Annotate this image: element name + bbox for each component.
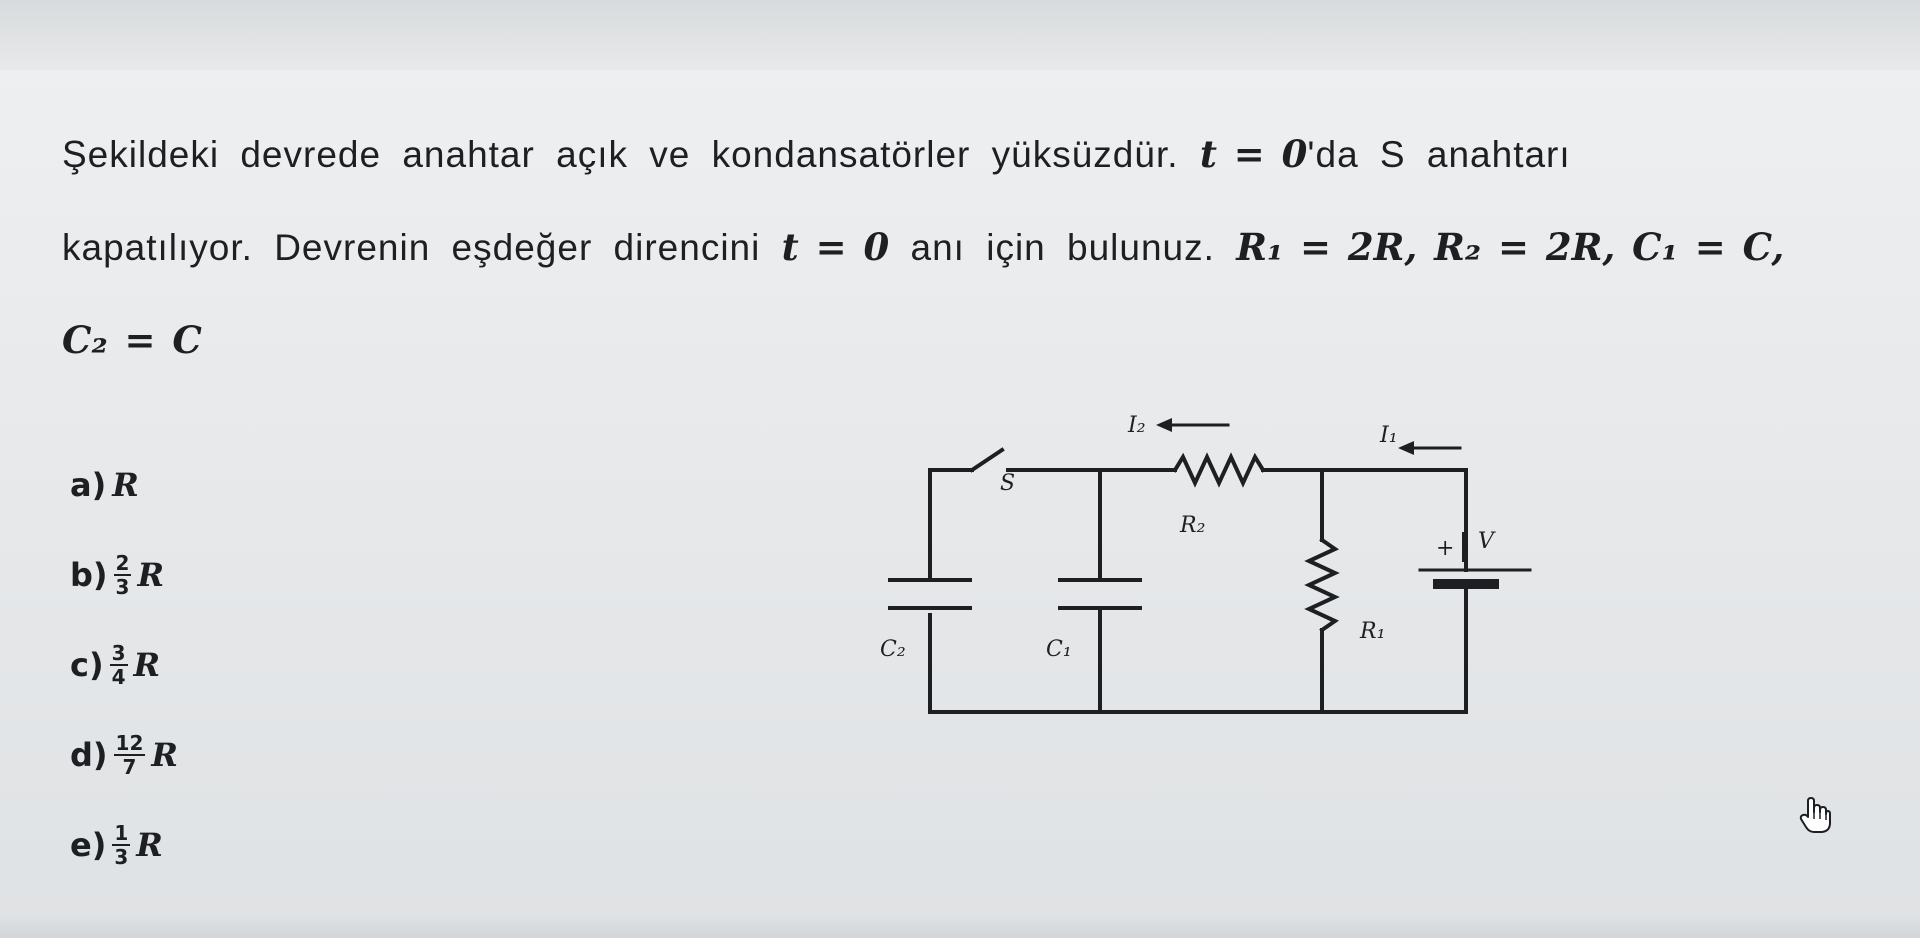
fraction-numerator: 2: [113, 551, 132, 576]
option-variable: R: [133, 646, 161, 684]
question-line-2-math: t = 0: [781, 225, 890, 269]
label-voltage-v: V: [1478, 529, 1496, 554]
option-variable: R: [112, 466, 139, 504]
option-a[interactable]: a) R: [70, 440, 178, 530]
label-i2: I₂: [1127, 413, 1146, 438]
option-fraction: 2 3: [113, 551, 132, 599]
option-variable: R: [137, 556, 165, 594]
question-line-1-math: t = 0: [1199, 132, 1308, 176]
label-r1: R₁: [1359, 619, 1385, 644]
question-line-2: kapatılıyor. Devrenin eşdeğer direncini …: [62, 201, 1882, 294]
resistor-r1: [1304, 537, 1340, 633]
option-letter: d): [70, 736, 108, 774]
option-letter: b): [70, 556, 108, 594]
answer-options: a) R b) 2 3 R c) 3 4 R d) 12 7 R: [70, 440, 178, 890]
label-r2: R₂: [1179, 513, 1205, 538]
fraction-numerator: 1: [112, 821, 131, 846]
question-line-1-text: Şekildeki devrede anahtar açık ve kondan…: [62, 134, 1179, 175]
label-c1: C₁: [1046, 637, 1072, 662]
option-fraction: 3 4: [109, 641, 128, 689]
question-line-2-mid: anı için bulunuz.: [910, 227, 1215, 268]
fraction-numerator: 12: [113, 731, 146, 756]
top-band: [0, 0, 1920, 70]
option-fraction: 12 7: [113, 731, 146, 779]
current-i1-arrowhead: [1398, 441, 1414, 455]
option-letter: e): [70, 826, 107, 864]
fraction-denominator: 3: [115, 575, 130, 599]
question-text: Şekildeki devrede anahtar açık ve kondan…: [62, 108, 1882, 387]
question-line-3-given: C₂ = C: [62, 318, 202, 362]
option-variable: R: [136, 826, 163, 864]
fraction-denominator: 4: [111, 665, 126, 689]
option-e[interactable]: e) 1 3 R: [70, 800, 178, 890]
fraction-denominator: 3: [114, 845, 129, 869]
option-variable: R: [151, 736, 178, 774]
option-letter: a): [70, 466, 107, 504]
option-b[interactable]: b) 2 3 R: [70, 530, 178, 620]
label-switch-s: S: [1000, 471, 1015, 496]
fraction-numerator: 3: [109, 641, 128, 666]
question-line-2-given: R₁ = 2R, R₂ = 2R, C₁ = C,: [1236, 225, 1785, 269]
circuit-diagram: S R₂ R₁ C₁ C₂ I₁ I₂ + V: [880, 413, 1532, 714]
hand-pointer-icon: [1799, 797, 1831, 833]
option-fraction: 1 3: [112, 821, 131, 869]
option-d[interactable]: d) 12 7 R: [70, 710, 178, 800]
resistor-r2: [1172, 452, 1266, 488]
label-i1: I₁: [1379, 423, 1398, 448]
fraction-denominator: 7: [122, 755, 137, 779]
question-line-2-text: kapatılıyor. Devrenin eşdeğer direncini: [62, 227, 761, 268]
question-line-3: C₂ = C: [62, 294, 1882, 387]
option-c[interactable]: c) 3 4 R: [70, 620, 178, 710]
switch-s-blade: [969, 447, 1005, 473]
question-line-1-tail: 'da S anahtarı: [1307, 134, 1571, 175]
option-letter: c): [70, 646, 104, 684]
current-i2-arrowhead: [1156, 418, 1172, 432]
question-line-1: Şekildeki devrede anahtar açık ve kondan…: [62, 108, 1882, 201]
label-c2: C₂: [880, 637, 906, 662]
bottom-fade: [0, 915, 1920, 938]
label-battery-plus: +: [1436, 536, 1454, 561]
